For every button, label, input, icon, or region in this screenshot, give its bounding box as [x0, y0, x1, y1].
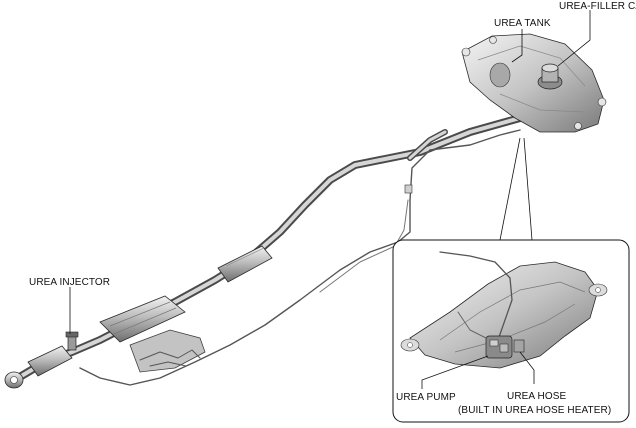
urea-hose-connector	[513, 339, 525, 353]
center-silencer	[217, 245, 273, 283]
label-urea-tank: UREA TANK	[494, 18, 551, 29]
urea-injector	[65, 331, 79, 351]
detail-urea-tank	[400, 251, 608, 369]
scr-catalyst-housing	[99, 295, 186, 343]
urea-pump	[485, 335, 513, 359]
zoom-line-left	[499, 137, 521, 241]
catalyst-heat-shield	[129, 329, 206, 373]
label-urea-injector: UREA INJECTOR	[29, 277, 110, 288]
leader-urea-hose	[519, 351, 535, 384]
label-urea-filler-cap: UREA-FILLER CAP	[559, 1, 636, 12]
urea-filler-cap	[537, 63, 563, 90]
exhaust-pipe-highlight	[16, 116, 522, 380]
zoom-line-right	[523, 137, 533, 241]
urea-hose-line	[79, 129, 521, 386]
urea-tank	[461, 33, 607, 133]
leader-urea-tank	[511, 29, 523, 63]
leader-urea-filler-cap	[557, 10, 591, 67]
exhaust-branch-highlight	[408, 130, 447, 160]
front-pipe-section	[27, 345, 73, 377]
exhaust-system	[4, 114, 524, 389]
leader-urea-pump	[421, 355, 489, 389]
hose-clip	[404, 184, 413, 194]
label-urea-pump: UREA PUMP	[396, 392, 456, 403]
label-urea-hose: UREA HOSE	[507, 391, 566, 402]
label-urea-hose-note: (BUILT IN UREA HOSE HEATER)	[458, 405, 611, 416]
